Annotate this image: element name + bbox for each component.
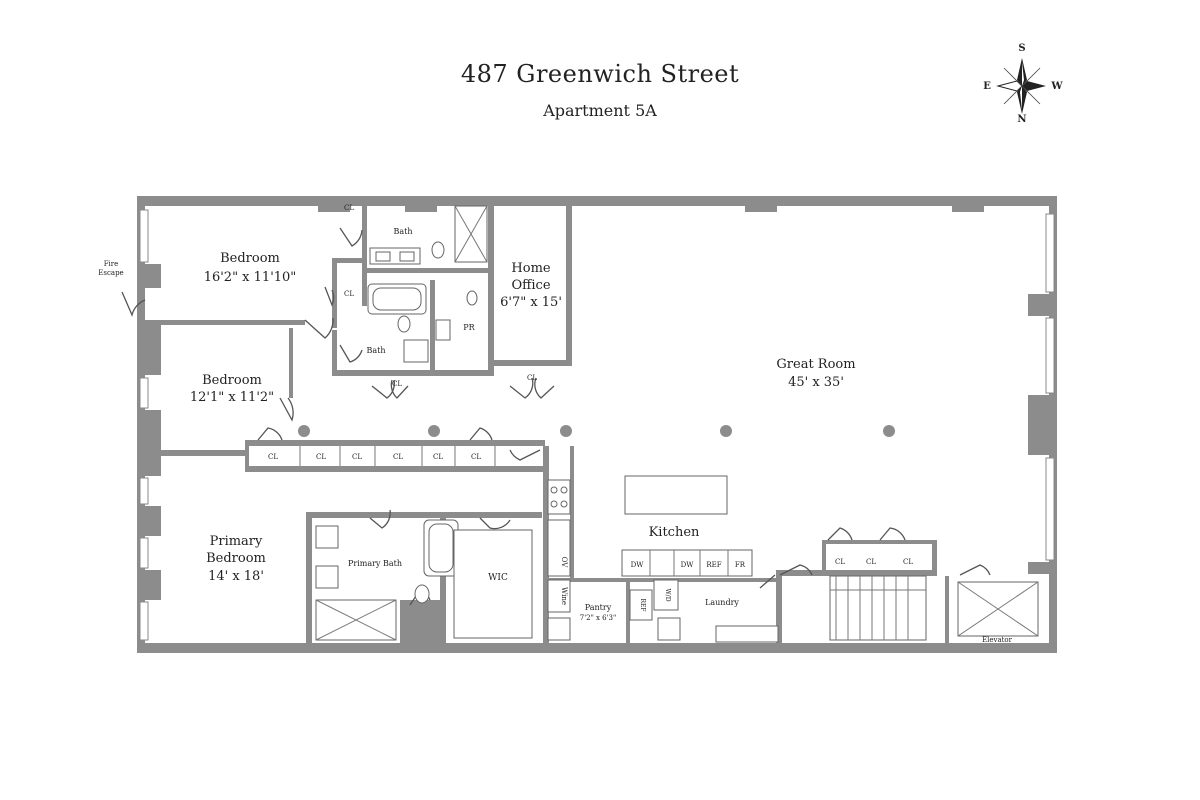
stairwell (829, 575, 927, 641)
great-room-label: Great Room (776, 357, 855, 372)
wine-label: Wine (560, 587, 568, 605)
dishwasher-label: DW (631, 561, 645, 569)
elevator-shaft-icon (957, 581, 1039, 637)
washer-dryer-label: W/D (664, 589, 671, 602)
oven-label: OV (560, 557, 568, 569)
refrigerator-label: REF (706, 561, 721, 569)
pantry-label: Pantry (585, 603, 612, 612)
closet-label: CL (866, 558, 876, 566)
fire-escape-label-1: Fire (104, 260, 119, 268)
bedroom-2-label: Bedroom (202, 373, 262, 388)
closet-label: CL (344, 290, 354, 298)
closet-label: CL (903, 558, 913, 566)
bath-1-label: Bath (393, 227, 412, 236)
closet-label: CL (392, 380, 402, 388)
bedroom-1-label: Bedroom (220, 251, 280, 266)
closet-label: CL (835, 558, 845, 566)
compass-east-label: E (983, 81, 991, 92)
compass-north-label: N (1017, 114, 1026, 125)
pantry-refrigerator-label: REF (639, 598, 646, 611)
primary-bedroom-size: 14' x 18' (208, 569, 264, 584)
wic-label: WIC (488, 573, 508, 583)
powder-room-label: PR (463, 323, 475, 332)
closet-label: CL (433, 453, 443, 461)
exterior-walls (137, 196, 1057, 653)
primary-bath-label: Primary Bath (348, 559, 402, 568)
closet-label: CL (268, 453, 278, 461)
primary-bedroom-label-1: Primary (210, 534, 263, 549)
bedroom-1-size: 16'2" x 11'10" (204, 270, 297, 285)
property-address: 487 Greenwich Street (460, 60, 740, 88)
home-office-label-2: Office (511, 278, 550, 293)
kitchen-label: Kitchen (649, 525, 700, 540)
closet-label: CL (393, 453, 403, 461)
primary-bedroom-label-2: Bedroom (206, 551, 266, 566)
apartment-number: Apartment 5A (543, 101, 657, 120)
pantry-size: 7'2" x 6'3" (580, 614, 617, 622)
home-office-label-1: Home (511, 261, 550, 276)
closet-label: CL (527, 374, 537, 382)
closet-label: CL (471, 453, 481, 461)
compass-rose-icon (996, 58, 1046, 114)
compass-west-label: W (1050, 81, 1063, 92)
elevator-label: Elevator (982, 636, 1013, 644)
home-office-size: 6'7" x 15' (500, 295, 562, 310)
kitchen-fixtures (547, 475, 779, 643)
closet-label: CL (316, 453, 326, 461)
interior-walls (145, 206, 949, 648)
closet-label: CL (344, 204, 354, 212)
compass-south-label: S (1018, 43, 1025, 54)
dishwasher-label: DW (681, 561, 695, 569)
bath-fixtures (315, 205, 681, 641)
fire-escape-label-2: Escape (98, 269, 123, 277)
closet-label: CL (352, 453, 362, 461)
windows (139, 209, 1055, 641)
closet-row (299, 446, 496, 466)
great-room-size: 45' x 35' (788, 375, 844, 390)
laundry-label: Laundry (705, 598, 739, 607)
bath-2-label: Bath (366, 346, 385, 355)
freezer-label: FR (735, 561, 746, 569)
bedroom-2-size: 12'1" x 11'2" (190, 390, 274, 405)
